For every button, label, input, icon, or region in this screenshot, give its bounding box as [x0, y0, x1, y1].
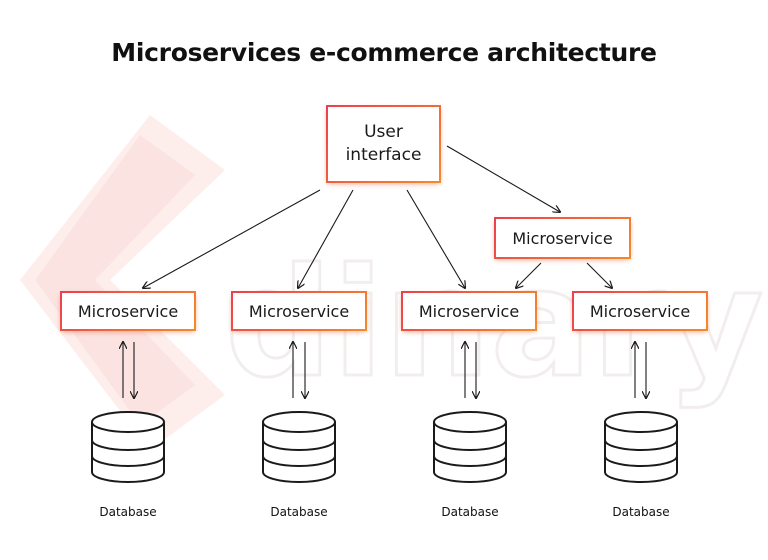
microservice-label: Microservice [418, 301, 520, 321]
database-icon [91, 411, 165, 483]
arrow-ui-to-service-3 [406, 189, 465, 288]
database-label: Database [441, 505, 499, 519]
arrow-secondary-to-service-3 [516, 262, 542, 288]
user-interface-box: User interface [326, 105, 441, 183]
arrow-ui-to-service-2 [298, 189, 354, 288]
diagram-title: Microservices e-commerce architecture [111, 38, 657, 67]
arrow-secondary-to-service-4 [586, 262, 612, 288]
database-label: Database [99, 505, 157, 519]
microservice-box-4: Microservice [572, 291, 708, 331]
microservice-label: Microservice [248, 301, 350, 321]
microservice-box-2: Microservice [231, 291, 367, 331]
secondary-microservice-label: Microservice [512, 228, 613, 248]
microservice-label: Microservice [77, 301, 179, 321]
database-label: Database [612, 505, 670, 519]
arrow-ui-to-secondary [446, 145, 560, 212]
database-icon [433, 411, 507, 483]
microservice-box-1: Microservice [60, 291, 196, 331]
svg-text:dinarys: dinarys [225, 237, 768, 411]
database-icon [604, 411, 678, 483]
database-label: Database [270, 505, 328, 519]
arrow-ui-to-service-1 [143, 189, 321, 288]
microservice-label: Microservice [589, 301, 691, 321]
secondary-microservice-box: Microservice [494, 217, 631, 259]
user-interface-label: User interface [345, 122, 422, 165]
microservice-box-3: Microservice [401, 291, 537, 331]
database-icon [262, 411, 336, 483]
